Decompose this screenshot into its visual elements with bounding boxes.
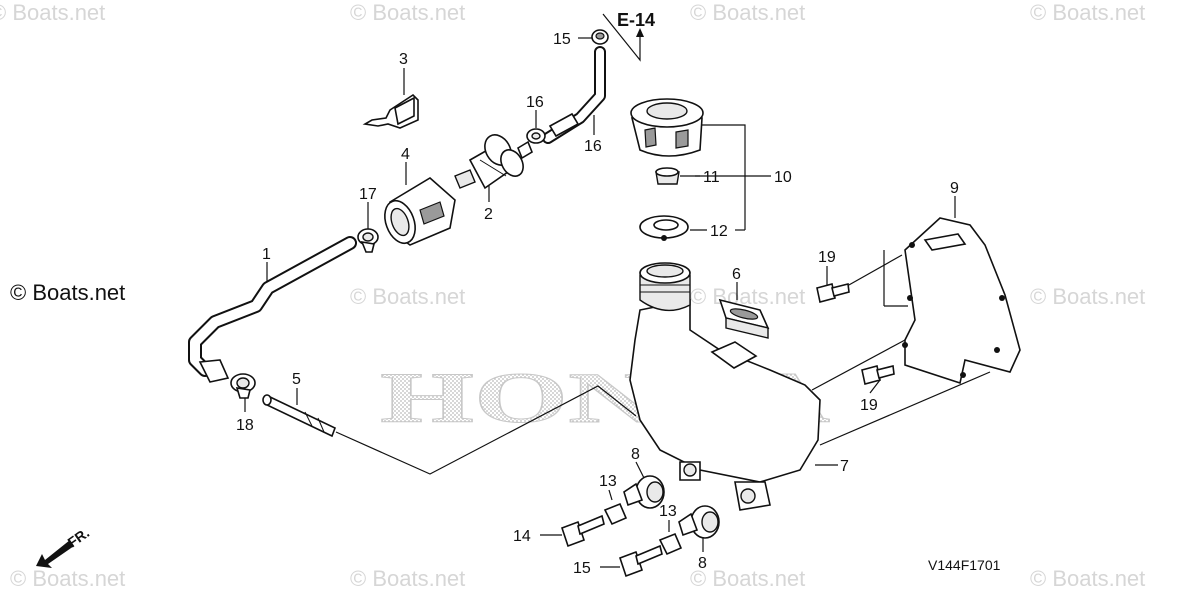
section-reference-label: E-14	[617, 10, 655, 30]
callout-2[interactable]: 2	[484, 206, 493, 223]
fuel-hose-part	[188, 236, 357, 383]
mount-rubber-upper-part	[623, 475, 665, 509]
strainer-cup-part	[384, 177, 456, 246]
callout-9[interactable]: 9	[950, 180, 959, 197]
diagram-code: V144F1701	[928, 557, 1001, 573]
watermark-text: © Boats.net	[350, 284, 465, 309]
callout-19-lower[interactable]: 19	[860, 397, 878, 414]
callout-16-upper[interactable]: 15	[553, 31, 571, 48]
collar-lower-part	[658, 532, 683, 556]
callout-13-lower[interactable]: 13	[659, 503, 677, 520]
watermark-text: © Boats.net	[690, 566, 805, 591]
watermark-text: © Boats.net	[1030, 0, 1145, 25]
cap-gasket-part	[639, 215, 689, 241]
callout-19-upper[interactable]: 19	[818, 249, 836, 266]
callout-13-upper[interactable]: 13	[599, 473, 617, 490]
callout-6[interactable]: 6	[732, 266, 741, 283]
watermark-text: © Boats.net	[0, 0, 105, 25]
fuel-tank-part	[629, 262, 821, 511]
tank-bracket-part	[902, 217, 1021, 385]
flange-bolt-lower-part	[861, 365, 895, 385]
callout-labels: 1 2 3 4 5 6 7 8 8 9 10 11 12 13 13 14 15…	[236, 31, 959, 577]
callout-1[interactable]: 1	[262, 246, 271, 263]
grommet-part	[718, 298, 770, 339]
hose-clamp-upper-part	[591, 29, 609, 45]
collar-upper-part	[603, 502, 628, 526]
watermark-text: © Boats.net	[350, 0, 465, 25]
hose-clamp-mid-part	[526, 128, 546, 144]
fuel-filter-part	[454, 134, 533, 190]
cap-filter-part	[655, 167, 680, 185]
clip-part	[362, 93, 419, 129]
watermark-text: © Boats.net	[1030, 566, 1145, 591]
clamp-part	[357, 228, 379, 253]
watermark-text: © Boats.net	[690, 284, 805, 309]
bolt-lower-part	[618, 544, 663, 578]
callout-18[interactable]: 18	[236, 417, 254, 434]
front-direction-arrow: FR.	[36, 524, 92, 568]
callout-5[interactable]: 5	[292, 371, 301, 388]
watermark-text: © Boats.net	[350, 566, 465, 591]
callout-8-upper[interactable]: 8	[631, 446, 640, 463]
callout-4[interactable]: 4	[401, 146, 410, 163]
callout-14[interactable]: 16	[584, 138, 602, 155]
callout-15-lower[interactable]: 15	[573, 560, 591, 577]
fuel-cap-part	[630, 98, 704, 157]
boats-net-label: © Boats.net	[10, 280, 125, 305]
mount-rubber-lower-part	[678, 505, 720, 539]
bolt-upper-part	[560, 514, 605, 548]
watermark-text: © Boats.net	[690, 0, 805, 25]
hose-part	[542, 46, 606, 144]
callout-8-lower[interactable]: 8	[698, 555, 707, 572]
clamp-lower-part	[230, 373, 256, 399]
callout-17[interactable]: 17	[359, 186, 377, 203]
watermark-text: © Boats.net	[1030, 284, 1145, 309]
callout-7[interactable]: 7	[840, 458, 849, 475]
callout-12[interactable]: 12	[710, 223, 728, 240]
callout-3[interactable]: 3	[399, 51, 408, 68]
callout-16-mid[interactable]: 16	[526, 94, 544, 111]
flange-bolt-upper-part	[816, 283, 850, 303]
vent-tube-part	[262, 394, 337, 438]
watermark-text: © Boats.net	[10, 566, 125, 591]
callout-10[interactable]: 10	[774, 169, 792, 186]
callout-15-upper[interactable]: 14	[513, 528, 531, 545]
leader-lines	[244, 13, 991, 568]
callout-11[interactable]: 11	[703, 169, 720, 186]
